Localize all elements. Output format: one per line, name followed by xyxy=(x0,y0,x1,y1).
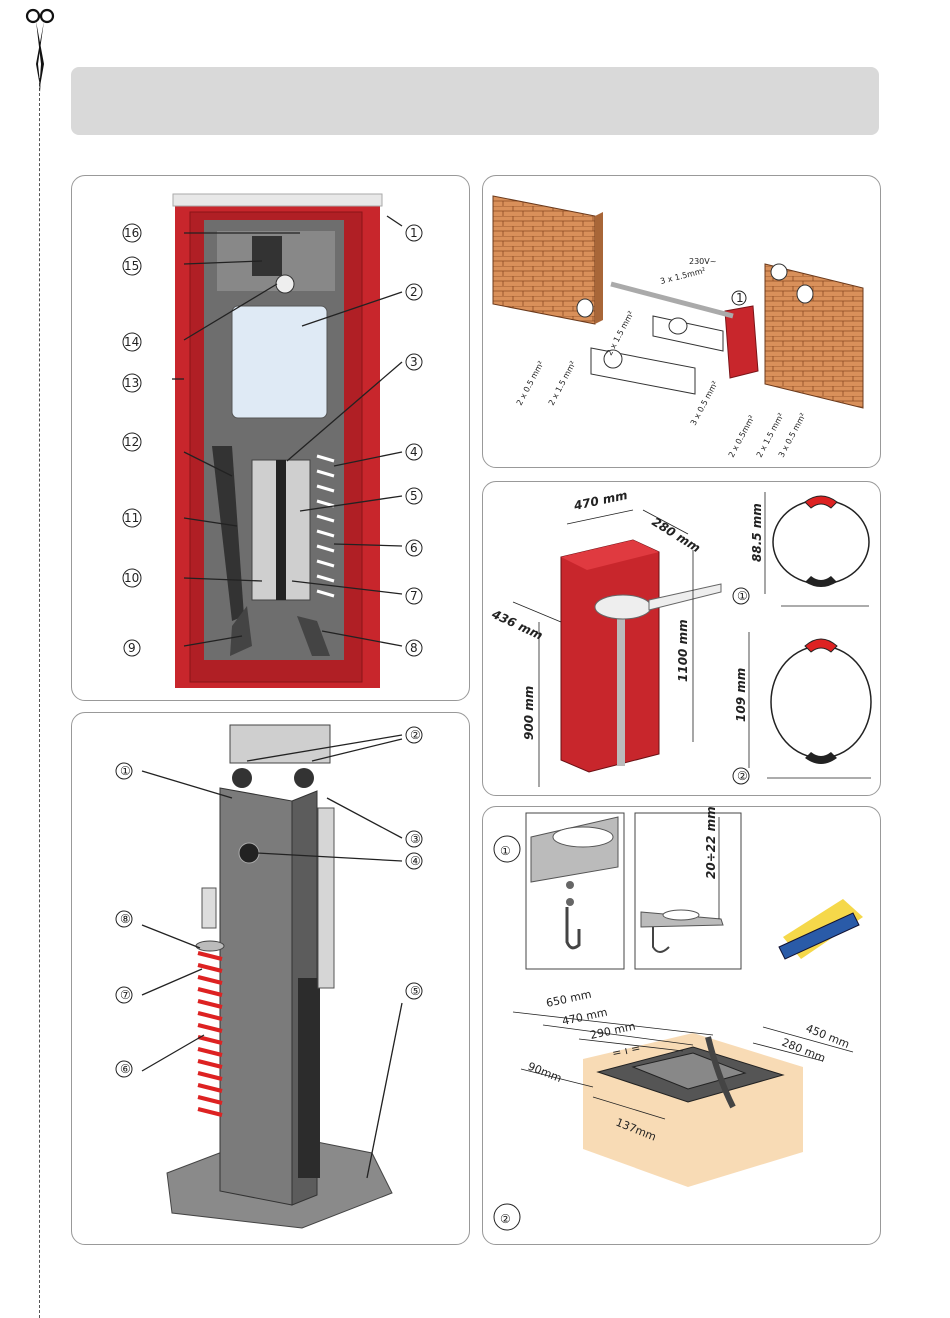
profile-marker-1: ① xyxy=(737,589,748,603)
callout-a-5: 5 xyxy=(410,489,418,503)
callout-a-14: 14 xyxy=(124,335,139,349)
callout-a-3: 3 xyxy=(410,355,418,369)
power-label: 230V~ xyxy=(689,257,716,266)
callout-a-12: 12 xyxy=(124,435,139,449)
callout-a-7: 7 xyxy=(410,589,418,603)
dim-profile1-height: 88.5 mm xyxy=(750,503,764,562)
callout-b-2: ② xyxy=(410,728,421,742)
callout-b-6: ⑥ xyxy=(120,1062,131,1076)
callout-a-4: 4 xyxy=(410,445,418,459)
callout-a-2: 2 xyxy=(410,285,418,299)
cut-line xyxy=(39,78,40,1318)
cable-main: 3 x 1.5mm² xyxy=(659,266,706,286)
callout-a-10: 10 xyxy=(124,571,139,585)
dim-290: 290 mm xyxy=(589,1020,637,1042)
cable-label-5: 2 x 0.5mm² xyxy=(727,414,757,459)
barrier-marker: 1 xyxy=(736,291,744,305)
callout-a-15: 15 xyxy=(124,259,139,273)
dim-470: 470 mm xyxy=(561,1006,609,1028)
panel-installation-layout: 1 230V~ 3 x 1.5mm² 2 x 0.5 mm² 2 x 1.5 m… xyxy=(482,175,881,468)
dim-width: 470 mm xyxy=(572,488,629,513)
dim-height-lower: 900 mm xyxy=(522,686,536,740)
cable-label-2: 2 x 1.5 mm² xyxy=(547,359,578,406)
panel-dimensions: 470 mm 280 mm 436 mm 1100 mm 900 mm 88.5… xyxy=(482,481,881,796)
callout-a-9: 9 xyxy=(128,641,136,655)
callout-b-3: ③ xyxy=(410,832,421,846)
callout-a-6: 6 xyxy=(410,541,418,555)
dim-profile2-height: 109 mm xyxy=(734,668,748,722)
dim-height-total: 1100 mm xyxy=(676,619,690,682)
callout-a-16: 16 xyxy=(124,226,139,240)
panel-frame-assembly: ① ② ③ ④ ⑤ ⑥ ⑦ ⑧ xyxy=(71,712,470,1245)
bolt-range: 20÷22 mm xyxy=(704,807,718,879)
callout-b-7: ⑦ xyxy=(120,988,131,1002)
callout-b-8: ⑧ xyxy=(120,912,131,926)
dim-90: 90mm xyxy=(526,1060,564,1085)
callout-a-11: 11 xyxy=(124,511,139,525)
cable-label-3: 2 x 1.5 mm² xyxy=(605,309,636,356)
profile-marker-2: ② xyxy=(737,769,748,783)
callout-a-8: 8 xyxy=(410,641,418,655)
step-marker-1: ① xyxy=(500,844,511,858)
callout-b-1: ① xyxy=(120,764,131,778)
dim-650: 650 mm xyxy=(545,988,593,1010)
cable-label-4: 3 x 0.5 mm² xyxy=(689,379,720,426)
dim-depth: 280 mm xyxy=(649,515,702,556)
callout-a-13: 13 xyxy=(124,376,139,390)
callout-b-4: ④ xyxy=(410,854,421,868)
callout-a-1: 1 xyxy=(410,226,418,240)
step-marker-2: ② xyxy=(500,1212,511,1226)
callout-b-5: ⑤ xyxy=(410,984,421,998)
panel-cabinet-interior: 1 2 3 4 5 6 7 8 9 10 11 12 13 14 15 16 xyxy=(71,175,470,701)
panel-foundation: ① 20÷22 mm 650 mm 470 mm 290 mm = ı = 45… xyxy=(482,806,881,1245)
header-bar xyxy=(71,67,879,135)
cable-label-1: 2 x 0.5 mm² xyxy=(515,359,546,406)
scissors-icon xyxy=(22,4,58,92)
